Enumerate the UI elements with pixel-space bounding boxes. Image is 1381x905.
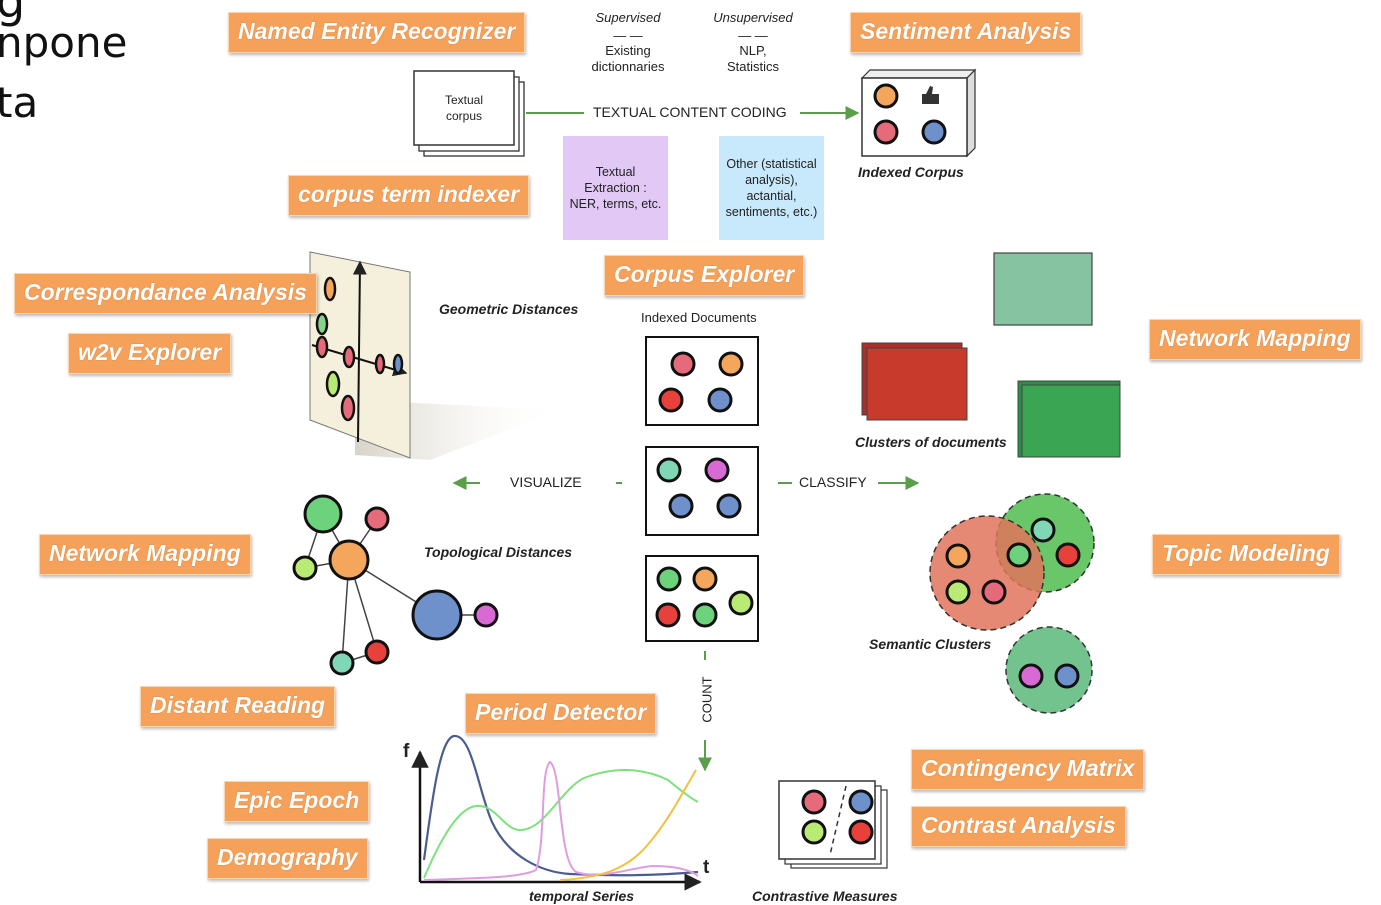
axis-f-label: f — [403, 741, 410, 762]
tag-corpus-explorer: Corpus Explorer — [604, 255, 805, 296]
semantic-clusters-caption: Semantic Clusters — [869, 636, 992, 652]
other-line-2: analysis), — [745, 172, 798, 187]
textual-content-coding-label: TEXTUAL CONTENT CODING — [593, 104, 787, 120]
tag-demography: Demography — [207, 838, 368, 879]
contrastive-measures — [778, 780, 888, 869]
extraction-line-3: NER, terms, etc. — [569, 197, 662, 212]
unsupervised-dash: — — — [738, 28, 768, 43]
slide-title-fragment-3: ta — [0, 78, 39, 127]
classify-label: CLASSIFY — [799, 474, 867, 490]
supervised-label: Supervised — [595, 10, 661, 25]
tag-w2v-explorer: w2v Explorer — [68, 333, 232, 374]
topological-distances-caption: Topological Distances — [424, 544, 573, 560]
unsupervised-detail-2: Statistics — [726, 59, 779, 74]
textual-corpus-label-2: corpus — [445, 109, 483, 123]
other-analysis-box: Other (statistical analysis), actantial,… — [719, 136, 824, 240]
tag-topic-modeling: Topic Modeling — [1152, 534, 1340, 575]
visualize-label: VISUALIZE — [510, 474, 582, 490]
extraction-line-1: Textual — [595, 164, 636, 179]
other-line-3: actantial, — [746, 189, 797, 203]
slide-title-fragment-1: g — [0, 0, 26, 28]
tag-named-entity-recognizer: Named Entity Recognizer — [228, 12, 526, 53]
clusters-of-documents — [861, 252, 1121, 458]
tag-contrast-analysis: Contrast Analysis — [911, 806, 1126, 847]
temporal-series-caption: temporal Series — [529, 888, 635, 904]
indexed-corpus-caption: Indexed Corpus — [858, 164, 964, 180]
count-label: COUNT — [699, 676, 715, 723]
supervised-dash: — — — [613, 28, 643, 43]
other-line-4: sentiments, etc.) — [725, 205, 818, 220]
supervised-detail-2: dictionnaries — [591, 59, 665, 74]
clusters-of-documents-caption: Clusters of documents — [855, 434, 1007, 450]
textual-extraction-box: Textual Extraction : NER, terms, etc. — [563, 136, 668, 240]
contrastive-measures-caption: Contrastive Measures — [752, 888, 898, 904]
supervised-detail-1: Existing — [605, 43, 651, 58]
slide-title-fragment-2: npone — [0, 18, 128, 67]
tag-correspondance-analysis: Correspondance Analysis — [14, 273, 317, 314]
tag-epic-epoch: Epic Epoch — [224, 781, 370, 822]
tag-sentiment-analysis: Sentiment Analysis — [850, 12, 1082, 53]
other-line-1: Other (statistical — [726, 156, 817, 171]
unsupervised-label: Unsupervised — [713, 10, 793, 25]
indexed-corpus-box — [860, 68, 977, 158]
semantic-clusters — [929, 493, 1095, 714]
extraction-line-2: Extraction : — [584, 180, 647, 195]
tag-corpus-term-indexer: corpus term indexer — [288, 175, 530, 216]
tag-network-mapping-right: Network Mapping — [1149, 319, 1361, 360]
indexed-documents — [645, 336, 759, 642]
textual-corpus-label-1: Textual — [444, 93, 484, 107]
tag-contingency-matrix: Contingency Matrix — [911, 749, 1145, 790]
geometric-distances-caption: Geometric Distances — [439, 301, 579, 317]
axis-t-label: t — [703, 857, 710, 878]
tag-period-detector: Period Detector — [465, 693, 657, 734]
indexed-documents-caption: Indexed Documents — [641, 310, 757, 325]
temporal-series-plot — [411, 734, 702, 891]
geometric-distance-plot — [309, 251, 560, 460]
topological-network — [292, 494, 499, 676]
tag-network-mapping-left: Network Mapping — [39, 534, 251, 575]
unsupervised-detail-1: NLP, — [739, 43, 767, 58]
tag-distant-reading: Distant Reading — [140, 686, 336, 727]
textual-corpus-stack — [413, 70, 525, 157]
